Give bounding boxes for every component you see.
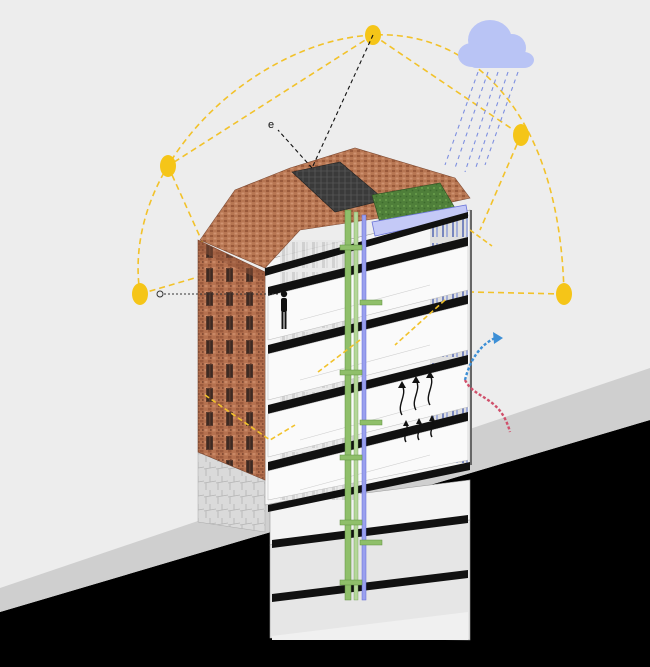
floor-slabs — [268, 237, 470, 512]
exhaust-marker-label: e — [268, 119, 274, 131]
rain-icon — [444, 71, 519, 173]
cloud-icon — [458, 20, 534, 68]
airflow-arrow-icon — [463, 336, 512, 433]
person-icon — [280, 290, 288, 329]
roof — [199, 147, 471, 276]
brick-facade — [197, 239, 266, 481]
basement — [197, 451, 471, 641]
daylight-rays — [204, 229, 493, 441]
interior-section — [264, 209, 472, 512]
vertical-services — [339, 209, 383, 601]
sun-icon — [132, 25, 572, 305]
exhaust-path — [277, 34, 374, 169]
sensor-icon — [156, 290, 280, 298]
